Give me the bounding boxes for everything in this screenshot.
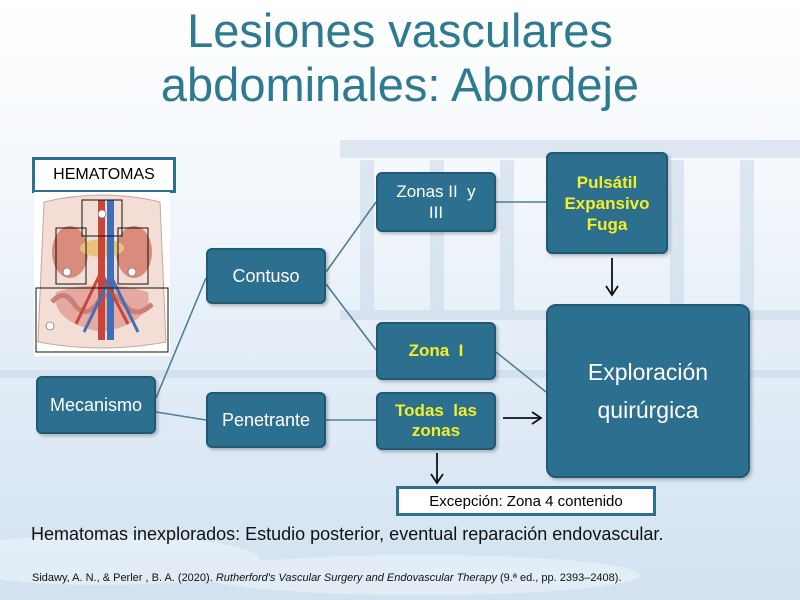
node-contuso-label: Contuso — [232, 265, 300, 286]
node-pulsatil: Pulsátil Expansivo Fuga — [546, 152, 668, 254]
connector-zona1-exploracion — [495, 351, 547, 393]
hematomas-label: HEMATOMAS — [32, 157, 176, 193]
citation-authors: Sidawy, A. N., & Perler , B. A. (2020). — [32, 572, 216, 584]
node-todas-zonas-line2: zonas — [411, 421, 461, 440]
node-pulsatil-line3: Fuga — [586, 214, 628, 234]
node-exploracion-quirurgica: Exploración quirúrgica — [546, 304, 750, 478]
citation: Sidawy, A. N., & Perler , B. A. (2020). … — [32, 572, 622, 584]
hematomas-label-text: HEMATOMAS — [53, 166, 155, 183]
connector-mecanismo-contuso — [155, 277, 207, 399]
connector-contuso-zonas — [325, 201, 377, 273]
hematomas-note-text: Hematomas inexplorados: Estudio posterio… — [31, 524, 664, 544]
node-exploracion-line1: Exploración — [587, 359, 709, 385]
node-mecanismo-label: Mecanismo — [49, 394, 143, 415]
node-zonas-2-3-line2: III — [428, 203, 444, 222]
node-contuso: Contuso — [206, 248, 326, 304]
citation-details: (9.ª ed., pp. 2393–2408). — [496, 572, 622, 584]
citation-work: Rutherford's Vascular Surgery and Endova… — [215, 572, 497, 584]
abdominal-zones-illustration — [34, 192, 170, 356]
node-zona-1-label: Zona I — [408, 341, 464, 360]
node-pulsatil-line2: Expansivo — [564, 193, 650, 213]
slide-title-line2: abdominales: Abordeje — [160, 58, 640, 111]
connector-contuso-zona1 — [325, 283, 377, 351]
hematomas-note: Hematomas inexplorados: Estudio posterio… — [31, 524, 663, 545]
node-penetrante: Penetrante — [206, 392, 326, 448]
node-zonas-2-3: Zonas II y III — [376, 172, 496, 232]
node-penetrante-label: Penetrante — [221, 409, 311, 430]
excepcion-text: Excepción: Zona 4 contenido — [429, 492, 623, 510]
node-pulsatil-line1: Pulsátil — [576, 172, 638, 192]
node-zonas-2-3-line1: Zonas II y — [396, 182, 476, 201]
connector-mecanismo-penetrante — [155, 411, 207, 421]
excepcion-box: Excepción: Zona 4 contenido — [396, 486, 656, 516]
slide-title: Lesiones vasculares abdominales: Abordej… — [0, 4, 800, 112]
node-todas-zonas-line1: Todas las — [395, 401, 477, 420]
node-todas-zonas: Todas las zonas — [376, 392, 496, 450]
node-mecanismo: Mecanismo — [36, 376, 156, 434]
slide-title-line1: Lesiones vasculares — [187, 4, 613, 57]
node-zona-1: Zona I — [376, 322, 496, 380]
node-exploracion-line2: quirúrgica — [597, 397, 699, 423]
